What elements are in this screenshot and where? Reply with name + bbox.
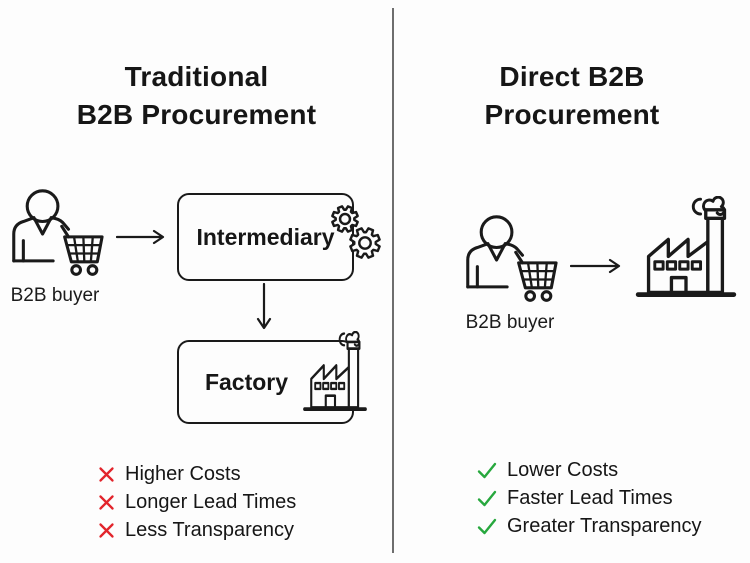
left-title-line1: Traditional: [124, 61, 269, 92]
right-title-line2: Procurement: [484, 99, 660, 130]
benefit-label: Lower Costs: [507, 458, 619, 481]
benefit-label: Greater Transparency: [507, 514, 702, 537]
drawback-label: Higher Costs: [125, 462, 241, 485]
benefit-label: Faster Lead Times: [507, 486, 673, 509]
right-title-line1: Direct B2B: [499, 61, 645, 92]
check-icon: [477, 518, 497, 534]
person-with-cart-icon: [466, 215, 558, 302]
drawback-row: Longer Lead Times: [98, 491, 296, 513]
arrow-right-icon: [116, 229, 165, 245]
drawback-label: Longer Lead Times: [125, 490, 297, 513]
gears-icon: [331, 205, 381, 259]
right-panel-title: Direct B2B Procurement: [394, 58, 750, 134]
intermediary-label: Intermediary: [196, 223, 335, 250]
x-mark-icon: [99, 466, 114, 482]
benefit-row: Greater Transparency: [477, 515, 702, 537]
drawback-label: Less Transparency: [125, 518, 294, 541]
x-mark-icon: [99, 522, 114, 538]
left-panel-title: Traditional B2B Procurement: [0, 58, 393, 134]
check-icon: [477, 490, 497, 506]
factory-icon: [635, 196, 737, 297]
right-buyer-label: B2B buyer: [465, 312, 555, 333]
factory-box: Factory: [177, 340, 354, 424]
benefit-row: Faster Lead Times: [477, 487, 673, 509]
vertical-divider: [392, 8, 394, 553]
left-buyer-label: B2B buyer: [10, 285, 100, 306]
arrow-down-icon: [256, 283, 272, 330]
benefit-row: Lower Costs: [477, 459, 618, 481]
x-mark-icon: [99, 494, 114, 510]
drawback-row: Less Transparency: [98, 519, 294, 541]
left-title-line2: B2B Procurement: [76, 99, 317, 130]
drawback-row: Higher Costs: [98, 463, 241, 485]
check-icon: [477, 462, 497, 478]
factory-icon: [303, 331, 367, 412]
arrow-right-icon: [570, 258, 621, 274]
person-with-cart-icon: [12, 189, 104, 276]
factory-label: Factory: [204, 368, 289, 395]
